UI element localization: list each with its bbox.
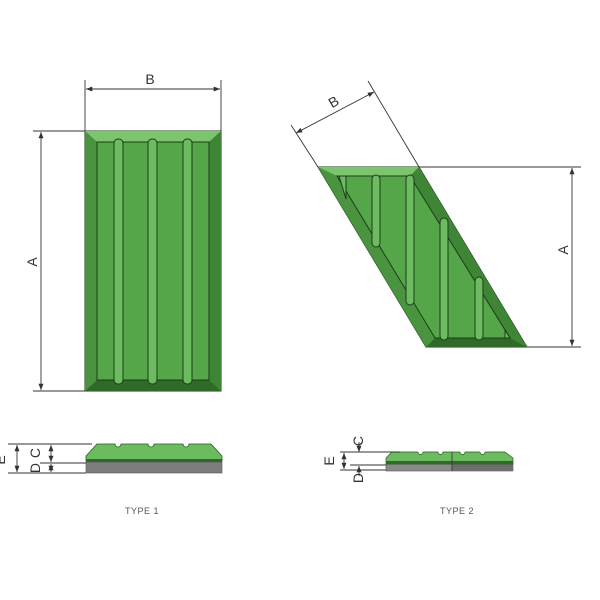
type2-label-c: C (350, 436, 366, 446)
type2-bevel-right (410, 167, 527, 347)
type2-layer-line (386, 461, 513, 464)
type1-bevel-left (85, 131, 97, 391)
type1-base-layer (85, 461, 223, 474)
type2-ribs (338, 174, 511, 341)
type1-label-d: D (27, 463, 43, 473)
type2-tile-face (336, 175, 511, 339)
type2-bevel-bottom (426, 338, 527, 347)
type1-layer-line (86, 459, 222, 462)
type2-label-d: D (350, 473, 366, 483)
rib (504, 328, 511, 339)
rib (371, 174, 381, 248)
rib (113, 138, 124, 385)
type1-profile-view: E C D TYPE 1 (0, 443, 223, 516)
rib (338, 175, 347, 200)
type1-label-a: A (24, 257, 40, 267)
type1-caption: TYPE 1 (125, 506, 159, 516)
type2-base-layer-dark (452, 464, 513, 471)
rib (405, 174, 415, 306)
type2-label-a: A (555, 245, 571, 255)
rib (147, 138, 158, 385)
type1-plan-view: B A (24, 71, 222, 392)
rib (439, 217, 449, 341)
rib (474, 276, 484, 341)
type1-label-b: B (145, 71, 154, 87)
type1-bevel-right (209, 131, 221, 391)
type2-label-b: B (325, 92, 341, 111)
type2-dimension-b (295, 91, 375, 134)
type2-caption: TYPE 2 (440, 506, 474, 516)
rib (182, 138, 193, 385)
type1-green-layer (85, 443, 223, 462)
type2-label-e: E (321, 456, 337, 465)
type2-plan-view: B A (290, 80, 581, 348)
type2-profile-view: E C D TYPE 2 (321, 436, 514, 516)
type1-label-c: C (27, 448, 43, 458)
type1-label-e: E (0, 455, 8, 464)
type2-bevel-top (318, 167, 419, 176)
type1-ribs (113, 138, 193, 385)
